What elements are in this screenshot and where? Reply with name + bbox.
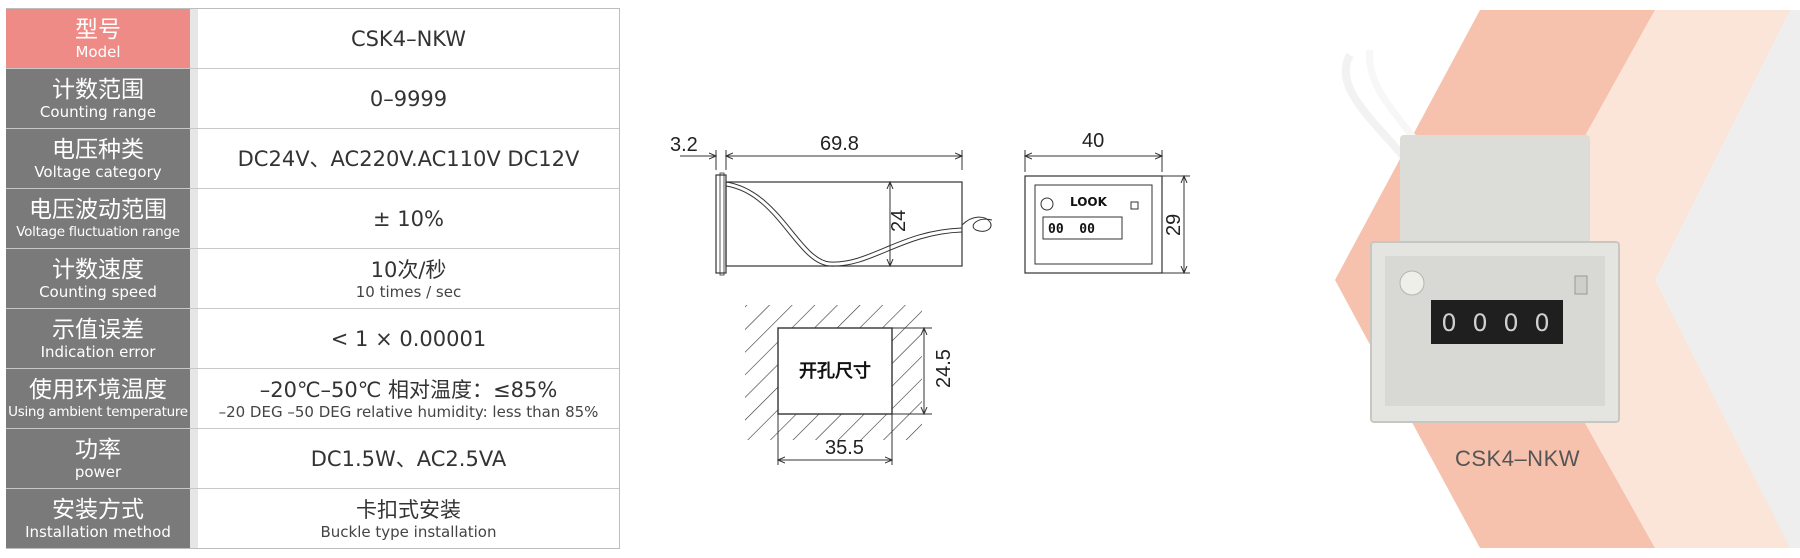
spec-label: 示值误差 Indication error (6, 309, 198, 368)
spec-label: 计数速度 Counting speed (6, 249, 198, 308)
dim-height-front: 29 (1163, 214, 1185, 236)
decor-chevron-grey (1655, 10, 1800, 548)
cutout-label: 开孔尺寸 (799, 360, 871, 382)
spec-value-main: 卡扣式安装 (356, 497, 461, 522)
dim-width-front: 40 (1082, 130, 1104, 152)
spec-value-main: 0–9999 (369, 86, 448, 111)
spec-value-main: 10次/秒 (370, 257, 447, 282)
spec-value-sub: –20 DEG –50 DEG relative humidity: less … (218, 402, 599, 421)
spec-label: 电压波动范围 Voltage fluctuation range (6, 189, 198, 248)
spec-value-sub: 10 times / sec (355, 282, 462, 301)
spec-value: DC24V、AC220V.AC110V DC12V (198, 129, 619, 188)
cutout-view: 开孔尺寸 24.5 35.5 (745, 305, 955, 465)
spec-label-cn: 电压种类 (52, 136, 144, 163)
spec-value-main: < 1 × 0.00001 (330, 326, 487, 351)
front-view: 40 LOOK 00 00 29 (1025, 130, 1190, 273)
dim-cutout-height: 24.5 (933, 349, 955, 388)
spec-label: 使用环境温度 Using ambient temperature (6, 369, 198, 428)
product-graphic: 0 0 0 0 (1335, 0, 1800, 558)
dim-flange: 3.2 (670, 134, 698, 156)
spec-value: 0–9999 (198, 69, 619, 128)
spec-label-cn: 功率 (75, 436, 121, 463)
spec-label-cn: 型号 (75, 16, 121, 43)
spec-value-sub: Buckle type installation (320, 522, 497, 541)
side-view: 3.2 69.8 24 (670, 133, 993, 276)
spec-value-main: DC24V、AC220V.AC110V DC12V (237, 146, 580, 171)
spec-label-en: Model (75, 42, 121, 61)
spec-row-voltage-category: 电压种类 Voltage category DC24V、AC220V.AC110… (6, 129, 619, 189)
spec-label-en: Counting range (39, 102, 157, 121)
spec-row-counting-range: 计数范围 Counting range 0–9999 (6, 69, 619, 129)
counter-digit: 0 (1503, 309, 1518, 337)
spec-value: < 1 × 0.00001 (198, 309, 619, 368)
spec-value-main: –20℃–50℃ 相对温度：≤85% (259, 377, 558, 402)
spec-value: 10次/秒 10 times / sec (198, 249, 619, 308)
spec-value: DC1.5W、AC2.5VA (198, 429, 619, 488)
product-panel: 0 0 0 0 CSK4–NKW (1235, 0, 1800, 558)
spec-label: 电压种类 Voltage category (6, 129, 198, 188)
spec-label: 计数范围 Counting range (6, 69, 198, 128)
counter-digit: 0 (1441, 309, 1456, 337)
spec-value-main: CSK4–NKW (350, 26, 467, 51)
product-caption: CSK4–NKW (1454, 446, 1581, 471)
counter-digit: 0 (1472, 309, 1487, 337)
dim-length: 69.8 (820, 133, 859, 155)
spec-table: 型号 Model CSK4–NKW 计数范围 Counting range 0–… (6, 8, 620, 549)
spec-label-en: Counting speed (39, 282, 157, 301)
spec-row-voltage-fluctuation: 电压波动范围 Voltage fluctuation range ± 10% (6, 189, 619, 249)
spec-value: 卡扣式安装 Buckle type installation (198, 489, 619, 548)
spec-label-en: Voltage fluctuation range (16, 223, 180, 240)
front-label-look: LOOK (1070, 195, 1108, 209)
dim-cutout-width: 35.5 (825, 437, 864, 459)
spec-row-indication-error: 示值误差 Indication error < 1 × 0.00001 (6, 309, 619, 369)
spec-label-cn: 电压波动范围 (29, 196, 167, 223)
spec-label-cn: 使用环境温度 (29, 376, 167, 403)
spec-label-cn: 计数范围 (52, 76, 144, 103)
spec-row-installation-method: 安装方式 Installation method 卡扣式安装 Buckle ty… (6, 489, 619, 548)
spec-row-ambient-temperature: 使用环境温度 Using ambient temperature –20℃–50… (6, 369, 619, 429)
counter-photo: 0 0 0 0 (1370, 135, 1620, 423)
spec-row-model: 型号 Model CSK4–NKW (6, 9, 619, 69)
spec-label: 安装方式 Installation method (6, 489, 198, 548)
spec-label-en: power (74, 462, 122, 481)
spec-label-cn: 示值误差 (52, 316, 144, 343)
spec-label-en: Installation method (25, 522, 171, 541)
spec-label-en: Indication error (40, 342, 156, 361)
counter-digit: 0 (1534, 309, 1549, 337)
spec-label-en: Using ambient temperature (8, 403, 188, 420)
spec-value-main: ± 10% (373, 206, 444, 231)
spec-row-power: 功率 power DC1.5W、AC2.5VA (6, 429, 619, 489)
dim-height-side: 24 (888, 210, 910, 232)
spec-row-counting-speed: 计数速度 Counting speed 10次/秒 10 times / sec (6, 249, 619, 309)
front-digits: 00 00 (1048, 222, 1095, 237)
spec-label-cn: 计数速度 (52, 256, 144, 283)
spec-value: CSK4–NKW (198, 9, 619, 68)
spec-label: 型号 Model (6, 9, 198, 68)
spec-label-en: Voltage category (34, 162, 162, 181)
spec-value: ± 10% (198, 189, 619, 248)
dimension-drawing: 3.2 69.8 24 40 LOOK 00 00 (660, 120, 1220, 480)
spec-label-cn: 安装方式 (52, 496, 144, 523)
spec-value-main: DC1.5W、AC2.5VA (310, 446, 507, 471)
spec-label: 功率 power (6, 429, 198, 488)
spec-value: –20℃–50℃ 相对温度：≤85% –20 DEG –50 DEG relat… (198, 369, 619, 428)
